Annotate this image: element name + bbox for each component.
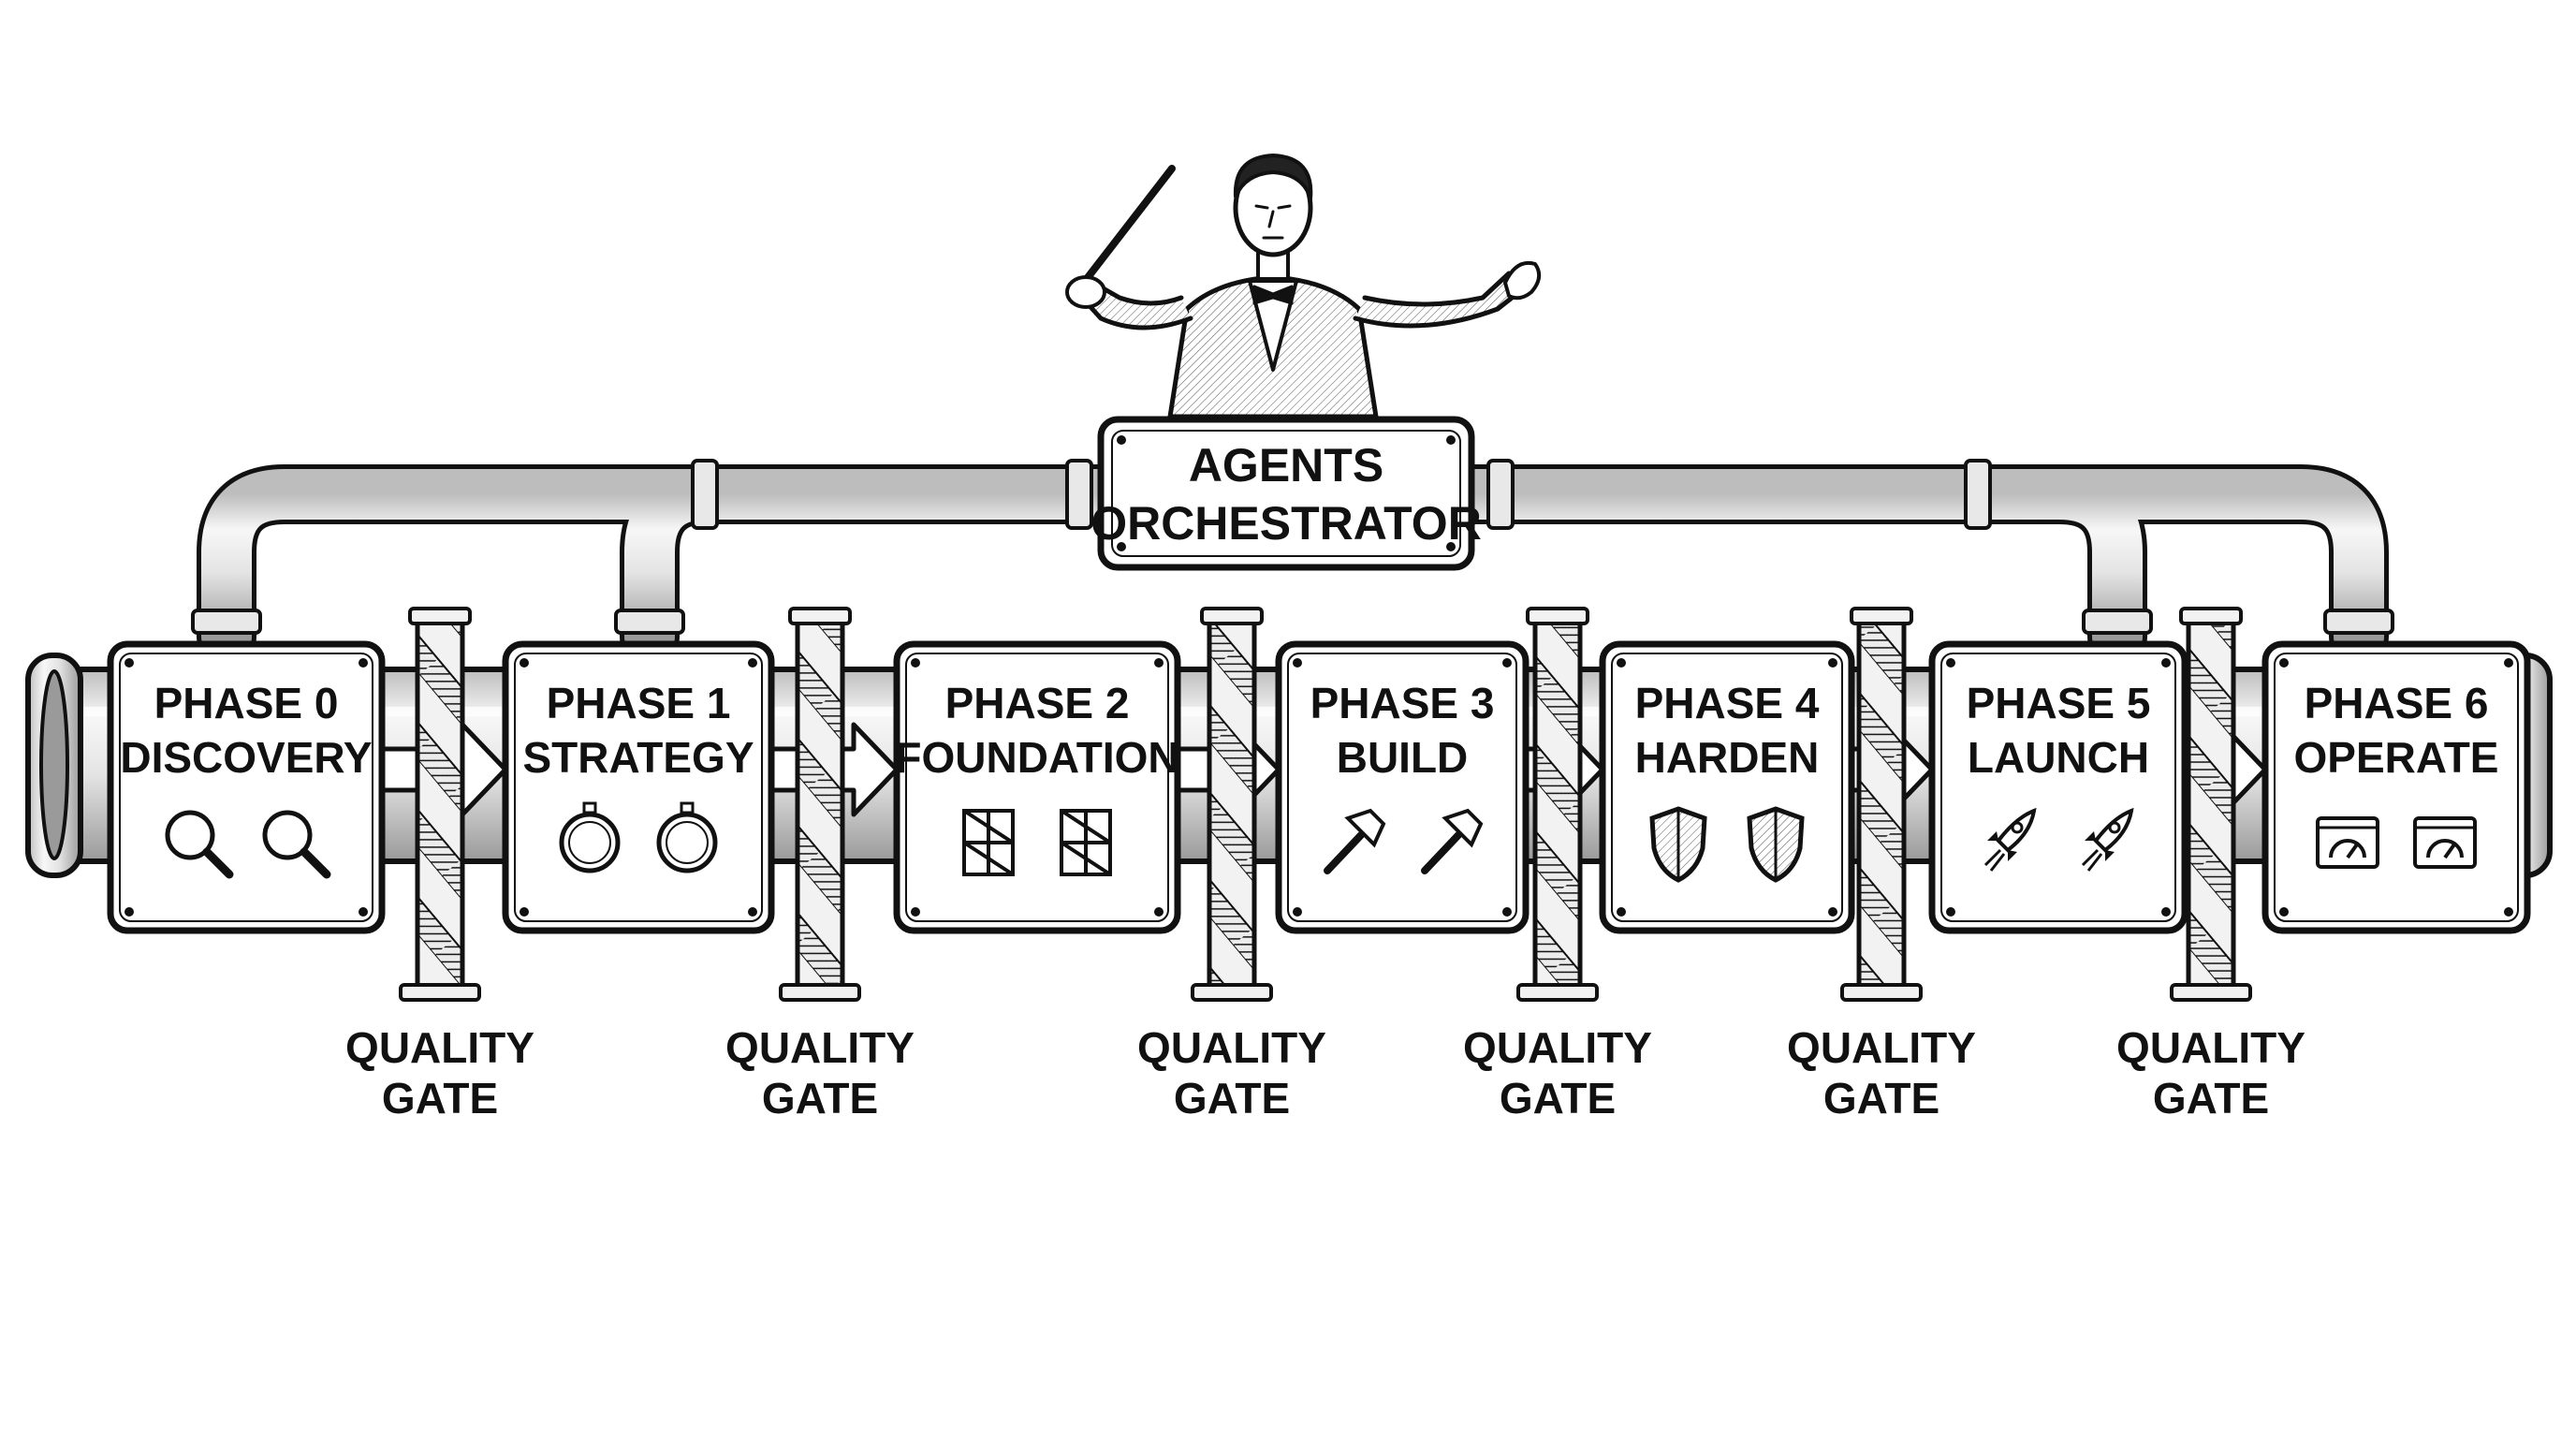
rivet (1617, 658, 1626, 668)
rivet (1946, 658, 1955, 668)
compass-icon (656, 801, 718, 873)
rivet (2279, 907, 2289, 917)
quality-gate-label-line-1: QUALITY (1787, 1023, 1976, 1072)
quality-gate-post (1191, 607, 1273, 1002)
scaffold-icon (962, 809, 1015, 876)
phase-number: PHASE 1 (546, 679, 731, 727)
shield-icon (1747, 806, 1805, 883)
phase-name: HARDEN (1634, 733, 1820, 782)
phase-layer (107, 640, 2531, 934)
magnifier-icon (165, 810, 234, 879)
rivet (1154, 658, 1164, 668)
phase-name: OPERATE (2293, 733, 2499, 782)
scaffold-icon (1060, 809, 1112, 876)
rivet (2504, 907, 2513, 917)
rivet (124, 907, 134, 917)
quality-gate-post (779, 607, 861, 1002)
phase-name: STRATEGY (522, 733, 754, 782)
phase-number: PHASE 3 (1310, 679, 1495, 727)
rivet (520, 907, 529, 917)
conductor-figure (1065, 154, 1542, 419)
quality-gate-post (2170, 607, 2252, 1002)
rivet (1502, 907, 1512, 917)
rivet (124, 658, 134, 668)
rocket-icon (1983, 807, 2037, 872)
rivet (748, 907, 757, 917)
rivet (748, 658, 757, 668)
phase-number: PHASE 6 (2304, 679, 2489, 727)
quality-gate-post (399, 607, 481, 1002)
orchestrator-title-line-2: ORCHESTRATOR (1090, 497, 1482, 550)
quality-gate-label-line-1: QUALITY (1137, 1023, 1326, 1072)
quality-gate-post (1516, 607, 1599, 1002)
phase-number: PHASE 5 (1966, 679, 2151, 727)
rivet (2161, 907, 2171, 917)
dashboard-icon (2413, 816, 2477, 869)
dashboard-icon (2316, 816, 2379, 869)
quality-gate-label-line-1: QUALITY (1463, 1023, 1652, 1072)
phase-box (1275, 640, 1530, 934)
rivet (2504, 658, 2513, 668)
rivet (520, 658, 529, 668)
phase-number: PHASE 0 (154, 679, 339, 727)
quality-gate-label-line-1: QUALITY (725, 1023, 915, 1072)
rivet (1502, 658, 1512, 668)
magnifier-icon (262, 810, 331, 879)
rivet (1828, 907, 1837, 917)
quality-gate-label-line-2: GATE (381, 1074, 499, 1123)
rivet (1293, 658, 1302, 668)
phase-box (107, 640, 386, 934)
rivet (1828, 658, 1837, 668)
phase-number: PHASE 2 (944, 679, 1130, 727)
rivet (2161, 658, 2171, 668)
rocket-icon (2081, 807, 2134, 872)
phase-name: DISCOVERY (120, 733, 373, 782)
rivet (1617, 907, 1626, 917)
phase-box (502, 640, 775, 934)
phase-box (2261, 640, 2531, 934)
quality-gate-label-line-2: GATE (1173, 1074, 1291, 1123)
gate-layer (399, 607, 2252, 1002)
quality-gate-post (1840, 607, 1923, 1002)
rivet (911, 658, 920, 668)
rivet (359, 907, 368, 917)
quality-gate-label-line-2: GATE (1499, 1074, 1617, 1123)
phase-name: BUILD (1336, 733, 1469, 782)
phase-name: LAUNCH (1967, 733, 2150, 782)
quality-gate-label-line-2: GATE (1822, 1074, 1940, 1123)
phase-number: PHASE 4 (1634, 679, 1820, 727)
quality-gate-label-line-1: QUALITY (345, 1023, 534, 1072)
rivet (1946, 907, 1955, 917)
rivet (1293, 907, 1302, 917)
rivet (2279, 658, 2289, 668)
rivet (359, 658, 368, 668)
orchestrator-title-line-1: AGENTS (1188, 439, 1384, 492)
phase-box (893, 640, 1181, 934)
hammer-icon (1421, 808, 1484, 874)
hammer-icon (1324, 808, 1386, 874)
rivet (911, 907, 920, 917)
phase-box (1599, 640, 1855, 934)
shield-icon (1649, 806, 1707, 883)
quality-gate-label-line-2: GATE (761, 1074, 879, 1123)
rivet (1154, 907, 1164, 917)
quality-gate-label-line-2: GATE (2152, 1074, 2270, 1123)
phase-box (1928, 640, 2188, 934)
orchestrator-plate (1097, 416, 1475, 571)
compass-icon (559, 801, 621, 873)
phase-name: FOUNDATION (895, 733, 1179, 782)
quality-gate-label-line-1: QUALITY (2116, 1023, 2305, 1072)
